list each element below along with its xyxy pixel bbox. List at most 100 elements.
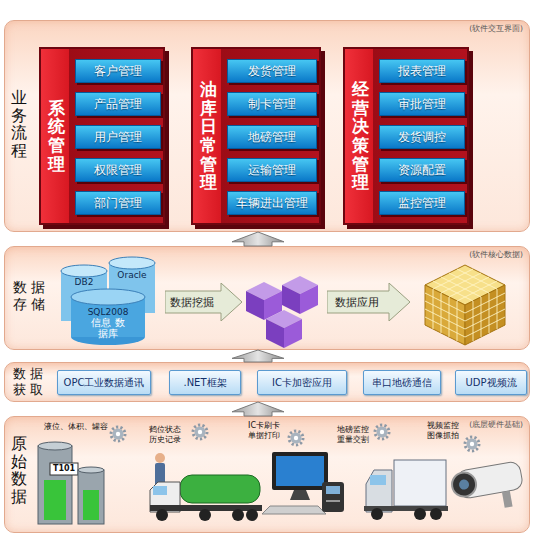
- label-holder: 视频监控 图像抓拍: [424, 420, 462, 442]
- text-holder: 信息 数据库: [87, 317, 129, 339]
- video-camera: [502, 491, 513, 508]
- menu-label: 资源配置: [398, 162, 446, 179]
- text-holder: 地磅管理: [228, 126, 316, 148]
- flow-arrow: [232, 402, 284, 416]
- tanker-truck: [156, 509, 168, 521]
- text-holder: 客户管理: [76, 60, 160, 82]
- text-holder: 数据挖掘: [165, 291, 219, 313]
- oil-tank: [38, 442, 72, 450]
- label-holder: IC卡刷卡 单据打印: [244, 420, 284, 442]
- computer-monitor: [262, 506, 326, 514]
- data-warehouse-cube: [433, 281, 473, 301]
- data-warehouse-cube: [473, 301, 474, 341]
- text-holder: DB2: [61, 277, 107, 287]
- text-holder: 审批管理: [380, 93, 464, 115]
- menu-button: 地磅管理: [227, 125, 317, 149]
- menu-button: 产品管理: [75, 92, 161, 116]
- text-holder: 油库日常管理: [193, 49, 223, 223]
- text-holder: .NET框架: [170, 371, 240, 394]
- interface-box: IC卡加密应用: [257, 370, 347, 395]
- text-holder: 发货调控: [380, 126, 464, 148]
- computer-monitor: [290, 490, 310, 500]
- text-holder: 经营决策管理: [345, 49, 375, 223]
- text-holder: (软件核心数据): [431, 250, 523, 260]
- layer-band: 客户管理产品管理用户管理权限管理部门管理 系统管理 发货管理制卡管理地磅管理运输管理…: [4, 20, 530, 232]
- text-holder: OPC工业数据通讯: [58, 371, 150, 394]
- menu-button: 车辆进出管理: [227, 191, 317, 215]
- data-warehouse-cube: [441, 277, 481, 297]
- block-arrow: 数据挖掘: [165, 283, 243, 321]
- text-holder: 系统管理: [41, 49, 71, 223]
- database-cylinder: DB2OracleSQL2008信息 数据库: [57, 255, 161, 347]
- data-warehouse-cube: [449, 273, 489, 293]
- module-label: UDP视频流: [465, 376, 516, 390]
- module-group: 报表管理审批管理发货调控资源配置监控管理经营决策管理: [343, 47, 469, 225]
- band-title: 业务流程: [11, 89, 27, 159]
- menu-label: 制卡管理: [248, 96, 296, 113]
- menu-button: 用户管理: [75, 125, 161, 149]
- label-holder: 液位、体积、罐容: [42, 421, 110, 433]
- interface-box: 串口地磅通信: [363, 370, 441, 395]
- module-label: IC卡加密应用: [272, 376, 332, 390]
- data-warehouse-cube: [449, 277, 489, 297]
- database-cylinder-shape: [61, 265, 107, 277]
- oil-tank: [78, 470, 104, 524]
- text-holder: 车辆进出管理: [228, 192, 316, 214]
- band-note: (软件交互界面): [469, 24, 523, 34]
- tank-number: T101: [53, 464, 75, 474]
- weighbridge-truck: [364, 460, 448, 520]
- data-warehouse-cube: [433, 269, 473, 289]
- band-title: 数据存储: [13, 279, 50, 313]
- data-warehouse-cube: [449, 297, 450, 337]
- data-warehouse-cube: [497, 289, 498, 329]
- band-title: 数据获取: [13, 366, 48, 397]
- data-warehouse-cube: [425, 293, 465, 313]
- card-reader: [326, 486, 340, 494]
- block-arrow: 数据应用: [327, 283, 411, 321]
- text-holder: 部门管理: [76, 192, 160, 214]
- text-holder: 产品管理: [76, 93, 160, 115]
- gear-icons: [193, 425, 207, 439]
- data-warehouse-cube: [465, 301, 505, 321]
- tanker-truck: [232, 509, 244, 521]
- text-holder: 原始数据: [11, 435, 27, 505]
- data-warehouse-cube: [465, 317, 505, 337]
- module-label: .NET框架: [183, 376, 226, 390]
- menu-label: 运输管理: [248, 162, 296, 179]
- data-warehouse-cube: [441, 293, 442, 333]
- card-reader: [326, 500, 340, 502]
- menu-button: 部门管理: [75, 191, 161, 215]
- db-label: Oracle: [117, 270, 146, 280]
- video-camera: [450, 461, 527, 516]
- tanker-truck: [150, 475, 262, 521]
- module-label: OPC工业数据通讯: [64, 376, 145, 390]
- oil-tank: [38, 442, 104, 524]
- text-holder: 制卡管理: [228, 93, 316, 115]
- db-label: DB2: [75, 277, 94, 287]
- computer-monitor: [276, 456, 324, 486]
- text-holder: 运输管理: [228, 159, 316, 181]
- layer-band: OPC工业数据通讯 .NET框架 IC卡加密应用 串口地磅通信 UDP视频流 数据获取: [4, 362, 530, 402]
- block-arrow-shape: [327, 283, 410, 321]
- menu-label: 发货调控: [398, 129, 446, 146]
- flow-arrow: [232, 350, 284, 362]
- text-holder: 权限管理: [76, 159, 160, 181]
- gear-icons: [111, 425, 479, 451]
- menu-button: 发货管理: [227, 59, 317, 83]
- text-holder: 数据存储: [13, 279, 50, 313]
- data-warehouse-cube: [465, 309, 505, 329]
- menu-label: 地磅管理: [248, 129, 296, 146]
- group-title: 系统管理: [48, 99, 65, 174]
- label-holder: 地磅监控 重量交割: [334, 424, 372, 446]
- menu-label: 部门管理: [94, 195, 142, 212]
- data-warehouse-cube: [481, 297, 482, 337]
- flow-arrow: [232, 232, 284, 246]
- oil-tank: [44, 480, 66, 520]
- database-cylinder-shape: [71, 289, 145, 305]
- band-note: (底层硬件基础): [469, 420, 523, 430]
- band-note: (软件核心数据): [469, 250, 523, 260]
- text-holder: 资源配置: [380, 159, 464, 181]
- menu-button: 客户管理: [75, 59, 161, 83]
- interface-box: UDP视频流: [455, 370, 527, 395]
